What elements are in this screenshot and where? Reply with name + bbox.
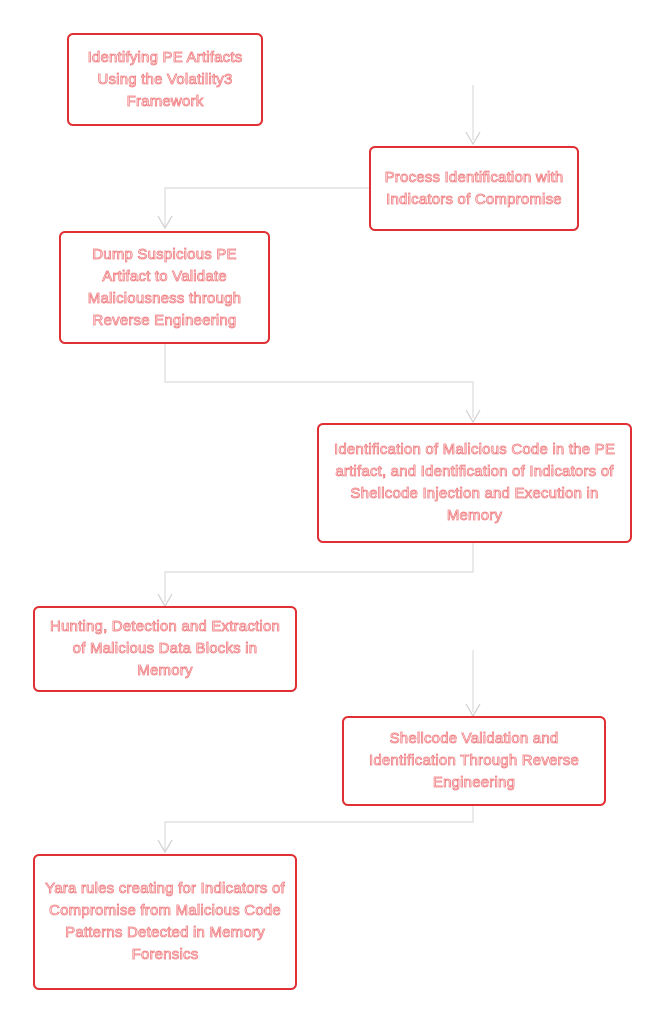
edge-n3-n4 xyxy=(164,343,474,418)
node-hunting-detection-text: Hunting, Detection and Extraction of Mal… xyxy=(49,618,281,680)
node-identify-malicious-code: Identification of Malicious Code in the … xyxy=(317,423,632,543)
node-dump-suspicious-pe-text: Dump Suspicious PE Artifact to Validate … xyxy=(87,245,242,329)
node-yara-rules: Yara rules creating for Indicators of Co… xyxy=(33,854,297,990)
edge-n4-n5 xyxy=(164,542,474,602)
arrowhead-n4 xyxy=(465,409,481,424)
arrowhead-n7 xyxy=(157,839,173,854)
node-process-identification: Process Identification with Indicators o… xyxy=(369,146,579,231)
node-identify-pe-artifacts-text: Identifying PE Artifacts Using the Volat… xyxy=(87,48,243,110)
edge-n2-n3 xyxy=(164,187,369,226)
node-dump-suspicious-pe: Dump Suspicious PE Artifact to Validate … xyxy=(59,231,270,344)
node-hunting-detection: Hunting, Detection and Extraction of Mal… xyxy=(33,606,297,692)
node-process-identification-text: Process Identification with Indicators o… xyxy=(384,168,564,208)
node-shellcode-validation: Shellcode Validation and Identification … xyxy=(342,716,606,806)
arrowhead-n2 xyxy=(465,131,481,146)
node-shellcode-validation-text: Shellcode Validation and Identification … xyxy=(368,730,580,792)
node-identify-pe-artifacts: Identifying PE Artifacts Using the Volat… xyxy=(67,33,263,126)
arrowhead-n3 xyxy=(157,215,173,230)
edge-n6-n7 xyxy=(164,805,474,850)
node-identify-malicious-code-text: Identification of Malicious Code in the … xyxy=(333,441,616,525)
node-yara-rules-text: Yara rules creating for Indicators of Co… xyxy=(45,880,285,964)
